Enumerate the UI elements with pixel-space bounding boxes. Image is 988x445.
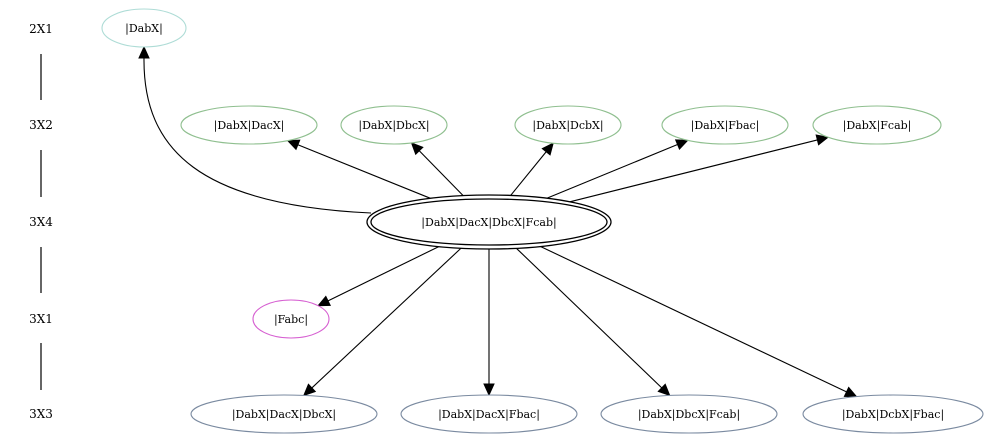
node-dabx-dcbx[interactable]: |DabX|DcbX| bbox=[514, 105, 622, 145]
edge-center-to-dabx_dacx_dbcx bbox=[302, 247, 462, 397]
node-label: |DabX|DacX|DbcX|Fcab| bbox=[421, 216, 556, 230]
edge-line bbox=[418, 150, 464, 196]
node-label: |DabX|DbcX|Fcab| bbox=[638, 408, 740, 422]
edge-center-to-dabx_dbcx_fcab bbox=[516, 247, 671, 397]
node-ellipse bbox=[802, 394, 984, 434]
node-dabx-dcbx-fbac[interactable]: |DabX|DcbX|Fbac| bbox=[802, 394, 984, 434]
node-label: |DabX|Fbac| bbox=[691, 119, 760, 133]
rank-axis: 2X1 3X2 3X4 3X1 3X3 bbox=[29, 22, 53, 421]
edge-line bbox=[546, 143, 678, 199]
edge-center-to-fabc bbox=[317, 246, 440, 307]
node-dabx-dbcx-fcab[interactable]: |DabX|DbcX|Fcab| bbox=[600, 394, 778, 434]
edge-center-to-dabx bbox=[138, 45, 372, 214]
node-dabx-fbac[interactable]: |DabX|Fbac| bbox=[661, 105, 789, 145]
node-dabx-dacx-dbcx[interactable]: |DabX|DacX|DbcX| bbox=[190, 394, 378, 434]
edge-line bbox=[569, 139, 818, 203]
edge-arrowhead bbox=[317, 295, 332, 307]
node-ellipse bbox=[514, 105, 622, 145]
edge-line bbox=[297, 144, 431, 199]
node-ellipse bbox=[661, 105, 789, 145]
edge-arrowhead bbox=[657, 383, 671, 397]
node-label: |DabX|DacX|Fbac| bbox=[438, 408, 540, 422]
edge-line bbox=[327, 246, 440, 302]
node-fabc[interactable]: |Fabc| bbox=[252, 299, 330, 339]
node-dabx-dbcx[interactable]: |DabX|DbcX| bbox=[340, 105, 448, 145]
edge-arrowhead bbox=[302, 383, 317, 397]
edge-line bbox=[516, 247, 663, 389]
node-label: |Fabc| bbox=[274, 313, 308, 327]
node-ellipse-outer bbox=[366, 194, 612, 250]
node-label: |DabX|Fcab| bbox=[843, 119, 912, 133]
edge-line bbox=[143, 57, 372, 214]
edge-arrowhead bbox=[541, 142, 554, 156]
node-ellipse bbox=[370, 198, 608, 246]
rank-label: 3X2 bbox=[29, 118, 53, 132]
node-ellipse bbox=[180, 105, 318, 145]
nodes-group: |DabX| |DabX|DacX| |DabX|DbcX| |DabX|DcbX| |… bbox=[101, 8, 984, 434]
rank-label: 2X1 bbox=[29, 22, 53, 36]
node-label: |DabX|DcbX|Fbac| bbox=[842, 408, 944, 422]
edges-group bbox=[138, 45, 858, 398]
node-ellipse bbox=[400, 394, 578, 434]
edge-arrowhead bbox=[138, 45, 150, 59]
node-label: |DabX|DbcX| bbox=[358, 119, 429, 133]
edge-center-to-dabx_dcbx_fbac bbox=[540, 245, 858, 398]
node-ellipse bbox=[812, 105, 942, 145]
node-center[interactable]: |DabX|DacX|DbcX|Fcab| bbox=[366, 194, 612, 250]
edge-center-to-dabx_dbcx bbox=[410, 142, 464, 196]
node-dabx[interactable]: |DabX| bbox=[101, 8, 187, 48]
edge-arrowhead bbox=[483, 383, 495, 397]
node-label: |DabX|DcbX| bbox=[532, 119, 603, 133]
node-dabx-fcab[interactable]: |DabX|Fcab| bbox=[812, 105, 942, 145]
edge-arrowhead bbox=[674, 139, 689, 151]
node-dabx-dacx[interactable]: |DabX|DacX| bbox=[180, 105, 318, 145]
edge-center-to-dabx_fbac bbox=[546, 139, 689, 199]
node-ellipse bbox=[101, 8, 187, 48]
edge-line bbox=[311, 247, 462, 389]
edge-line bbox=[540, 245, 847, 393]
node-label: |DabX| bbox=[125, 22, 163, 36]
edge-arrowhead bbox=[843, 386, 858, 398]
edge-line bbox=[510, 151, 547, 196]
edge-center-to-dabx_fcab bbox=[569, 134, 830, 203]
node-ellipse bbox=[600, 394, 778, 434]
edge-arrowhead bbox=[815, 134, 830, 146]
node-label: |DabX|DacX| bbox=[214, 119, 285, 133]
edge-center-to-dabx_dcbx bbox=[510, 142, 554, 196]
node-label: |DabX|DacX|DbcX| bbox=[232, 408, 336, 422]
edge-center-to-dabx_dacx bbox=[286, 139, 431, 199]
node-ellipse bbox=[252, 299, 330, 339]
rank-label: 3X3 bbox=[29, 407, 53, 421]
node-ellipse bbox=[190, 394, 378, 434]
node-ellipse bbox=[340, 105, 448, 145]
rank-label: 3X4 bbox=[29, 215, 53, 229]
edge-arrowhead bbox=[410, 142, 424, 156]
edge-arrowhead bbox=[286, 139, 301, 151]
node-dabx-dacx-fbac[interactable]: |DabX|DacX|Fbac| bbox=[400, 394, 578, 434]
edge-center-to-dabx_dacx_fbac bbox=[483, 249, 495, 397]
rank-label: 3X1 bbox=[29, 312, 53, 326]
